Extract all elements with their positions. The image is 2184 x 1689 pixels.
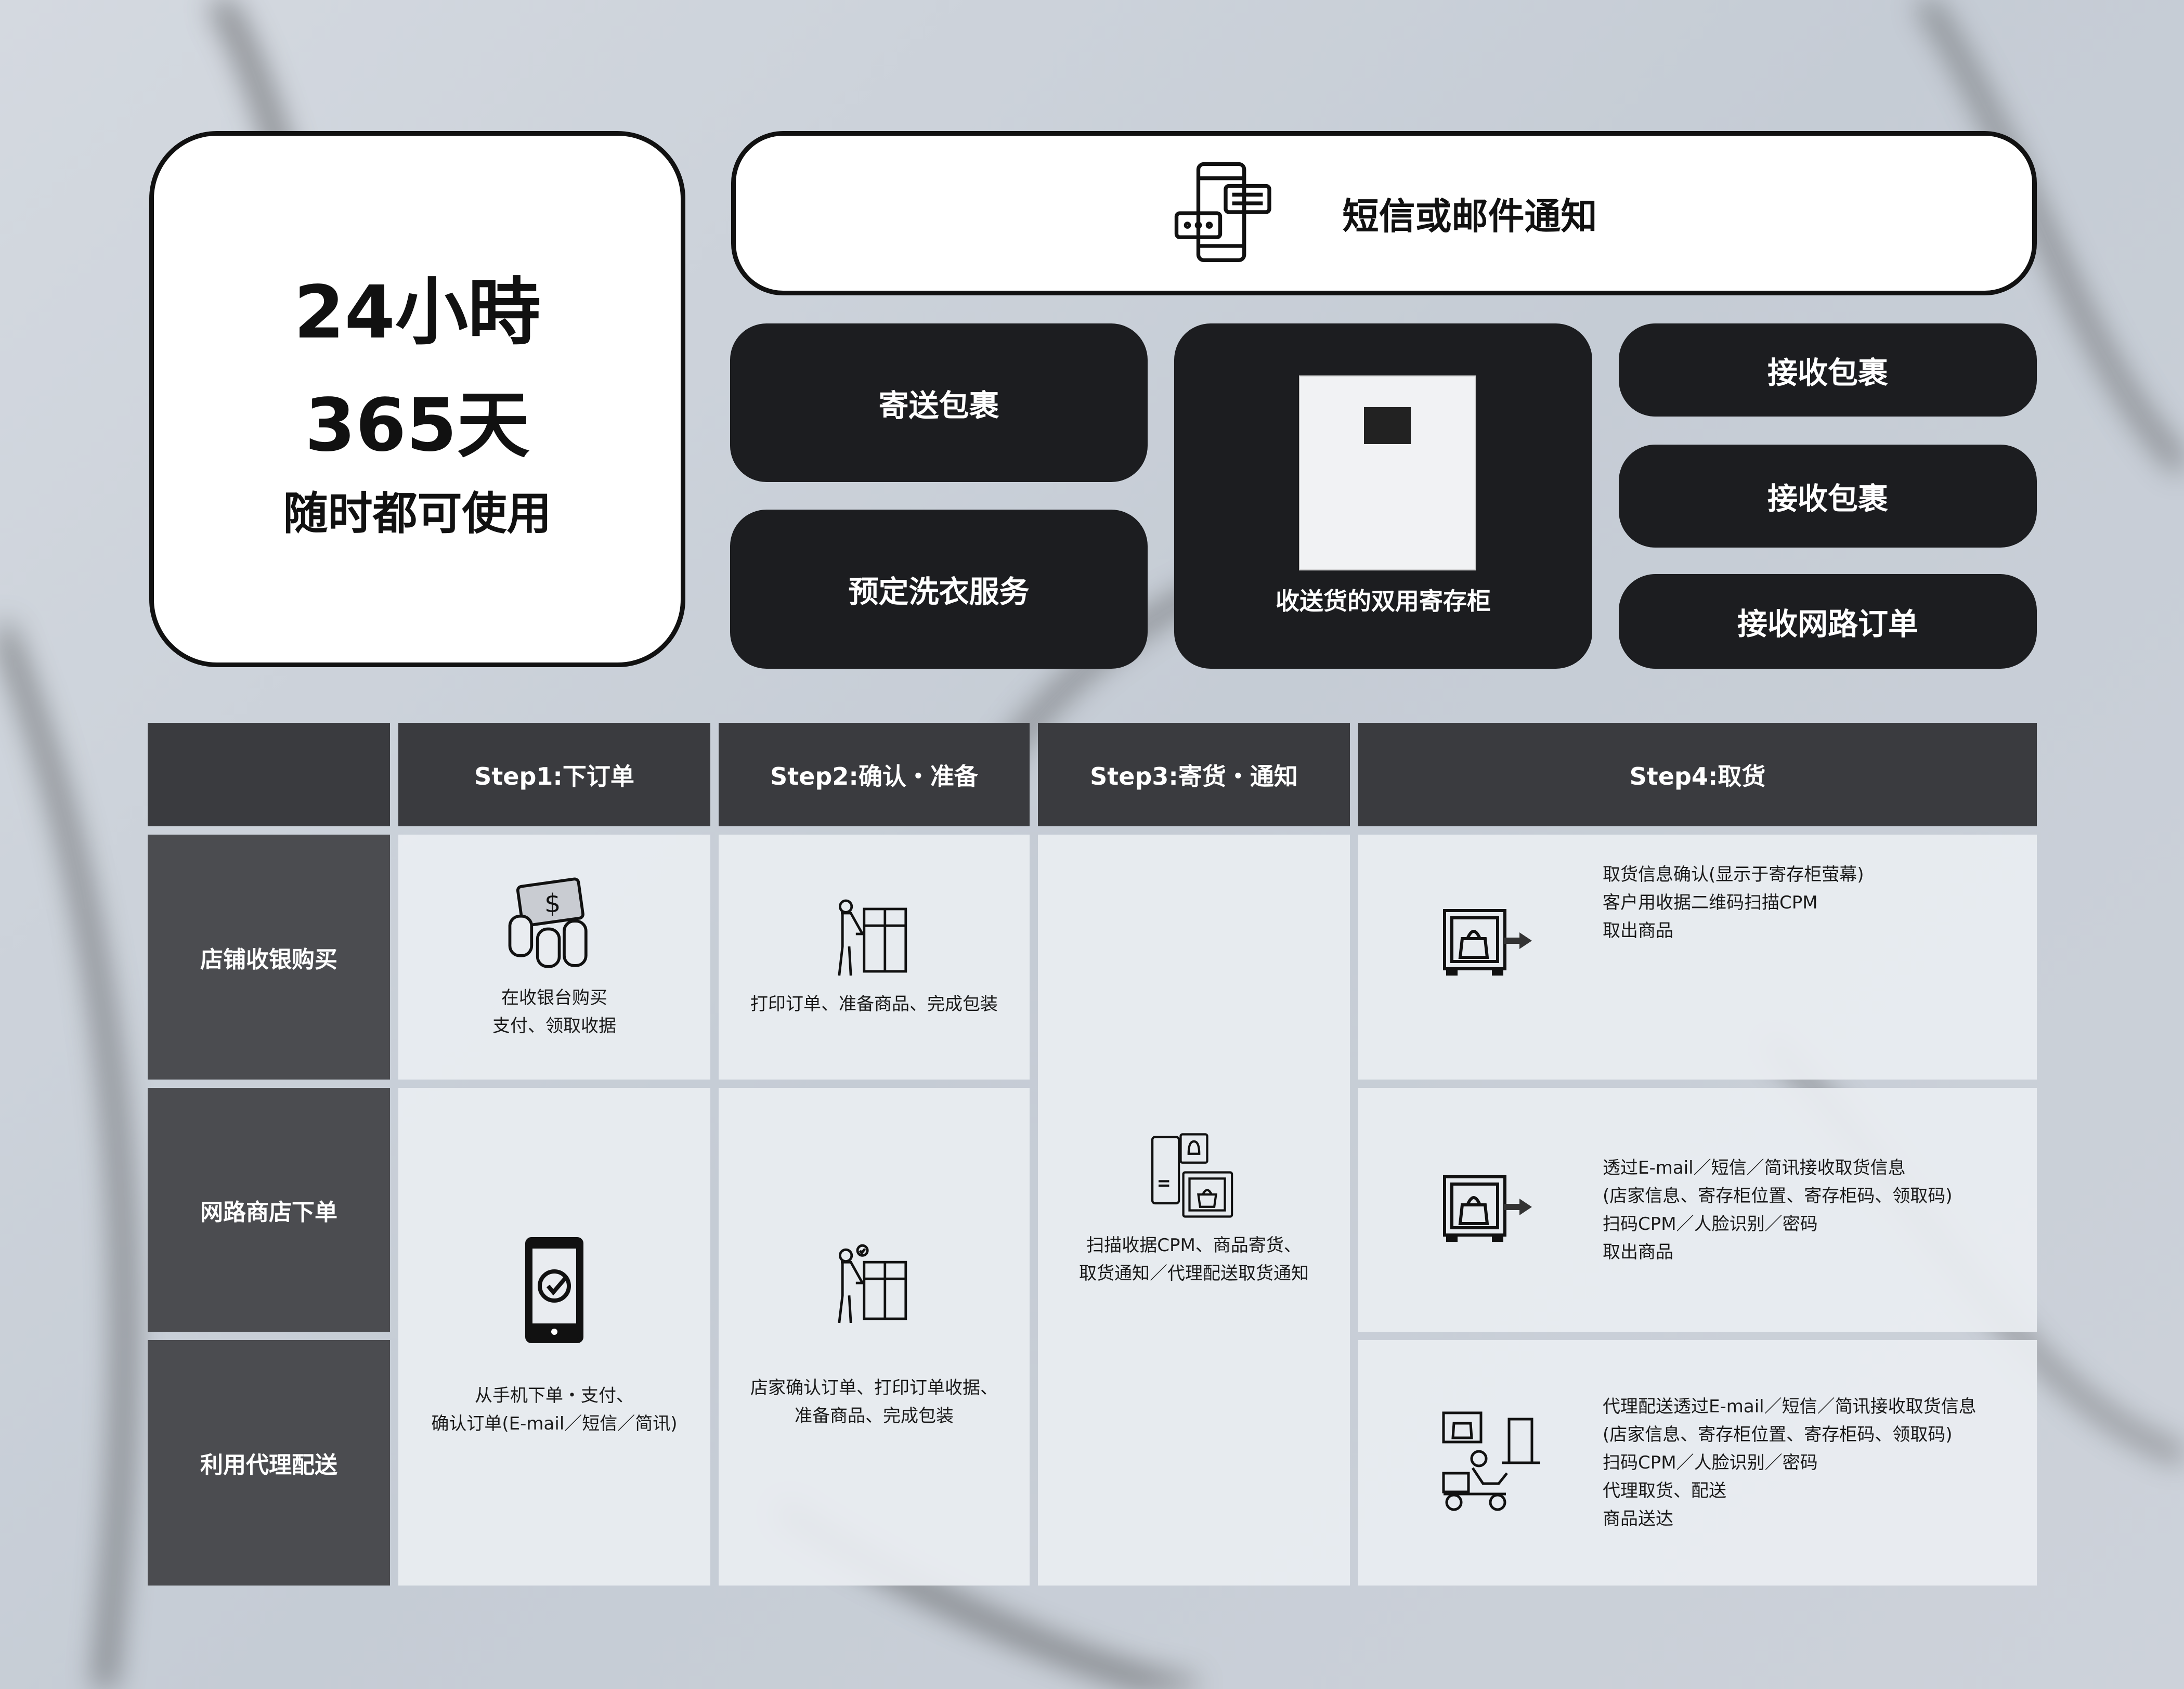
cell-text: 代理取货、配送 bbox=[1603, 1480, 1726, 1501]
locker-card: 收送货的双用寄存柜 bbox=[1174, 323, 1592, 669]
locker-label: 收送货的双用寄存柜 bbox=[1276, 587, 1491, 615]
cell-text: 确认订单(E-mail／短信／简讯) bbox=[431, 1413, 678, 1434]
notification-label: 短信或邮件通知 bbox=[1342, 194, 1597, 238]
notification-card: 短信或邮件通知 bbox=[731, 131, 2037, 295]
cell-text: 取货通知／代理配送取货通知 bbox=[1079, 1263, 1309, 1284]
cell-step3: 扫描收据CPM、商品寄货、取货通知／代理配送取货通知 bbox=[1038, 835, 1350, 1586]
locker-image bbox=[1299, 375, 1476, 570]
cell-text: 商品送达 bbox=[1603, 1509, 1673, 1529]
row-header-store: 店铺收银购买 bbox=[148, 835, 390, 1080]
worker-packing-icon bbox=[838, 899, 907, 976]
cell-text: 支付、领取收据 bbox=[492, 1015, 616, 1036]
cell-text: 从手机下单・支付、 bbox=[474, 1385, 634, 1406]
cell-text: 透过E-mail／短信／简讯接收取货信息 bbox=[1603, 1157, 1906, 1178]
receive-parcel-card: 接收包裹 bbox=[1619, 323, 2037, 417]
availability-card: 24小時 365天 随时都可使用 bbox=[149, 131, 685, 667]
cash-coins-icon: $ bbox=[508, 877, 588, 968]
worker-check-icon bbox=[838, 1244, 907, 1323]
header-step2: Step2:确认・准备 bbox=[719, 723, 1030, 826]
cell-text: 扫码CPM／人脸识别／密码 bbox=[1603, 1213, 1818, 1235]
cell-step1-store: $ 在收银台购买支付、领取收据 bbox=[398, 835, 710, 1080]
row-header-online: 网路商店下单 bbox=[148, 1088, 390, 1332]
cell-text: 店家确认订单、打印订单收据、 bbox=[750, 1377, 998, 1398]
cell-text: 扫描收据CPM、商品寄货、 bbox=[1086, 1235, 1302, 1256]
days-text: 365天 bbox=[305, 383, 530, 468]
cell-text: 在收银台购买 bbox=[501, 987, 607, 1008]
send-parcel-card: 寄送包裹 bbox=[730, 323, 1148, 482]
phone-check-icon bbox=[525, 1237, 583, 1343]
cell-text: (店家信息、寄存柜位置、寄存柜码、领取码) bbox=[1603, 1424, 1953, 1445]
header-step4: Step4:取货 bbox=[1358, 723, 2037, 826]
cell-text: (店家信息、寄存柜位置、寄存柜码、领取码) bbox=[1603, 1185, 1953, 1206]
delivery-scooter-icon bbox=[1442, 1411, 1540, 1511]
header-step1: Step1:下订单 bbox=[398, 723, 710, 826]
hours-text: 24小時 bbox=[294, 270, 541, 355]
cell-text: 打印订单、准备商品、完成包装 bbox=[750, 993, 998, 1015]
cell-text: 取出商品 bbox=[1603, 920, 1673, 941]
phone-chat-icon bbox=[1174, 162, 1271, 262]
cell-step4-proxy: 代理配送透过E-mail／短信／简讯接收取货信息 (店家信息、寄存柜位置、寄存柜码… bbox=[1358, 1340, 2037, 1586]
table-header-corner bbox=[148, 723, 390, 826]
cell-step2-store: 打印订单、准备商品、完成包装 bbox=[719, 835, 1030, 1080]
cell-step2-online: 店家确认订单、打印订单收据、准备商品、完成包装 bbox=[719, 1088, 1030, 1586]
svg-text:$: $ bbox=[544, 888, 561, 918]
cell-text: 代理配送透过E-mail／短信／简讯接收取货信息 bbox=[1603, 1396, 1977, 1417]
laundry-card: 预定洗衣服务 bbox=[730, 510, 1148, 669]
cell-text: 准备商品、完成包装 bbox=[795, 1405, 954, 1426]
cell-text: 客户用收据二维码扫描CPM bbox=[1603, 892, 1818, 913]
availability-text: 随时都可使用 bbox=[283, 488, 552, 540]
phone-bell-locker-icon bbox=[1151, 1133, 1233, 1218]
locker-bag-arrow-icon bbox=[1443, 1175, 1532, 1242]
cell-step1-online: 从手机下单・支付、确认订单(E-mail／短信／简讯) bbox=[398, 1088, 710, 1586]
receive-parcel-card-2: 接收包裹 bbox=[1619, 445, 2037, 548]
receive-online-order-card: 接收网路订单 bbox=[1619, 574, 2037, 669]
cell-text: 扫码CPM／人脸识别／密码 bbox=[1603, 1452, 1818, 1473]
header-step3: Step3:寄货・通知 bbox=[1038, 723, 1350, 826]
cell-step4-online: 透过E-mail／短信／简讯接收取货信息 (店家信息、寄存柜位置、寄存柜码、领取码… bbox=[1358, 1088, 2037, 1332]
locker-bag-arrow-icon bbox=[1443, 909, 1532, 976]
row-header-proxy: 利用代理配送 bbox=[148, 1340, 390, 1586]
cell-text: 取货信息确认(显示于寄存柜萤幕) bbox=[1603, 864, 1864, 885]
cell-text: 取出商品 bbox=[1603, 1241, 1673, 1263]
cell-step4-store: 取货信息确认(显示于寄存柜萤幕) 客户用收据二维码扫描CPM 取出商品 bbox=[1358, 835, 2037, 1080]
